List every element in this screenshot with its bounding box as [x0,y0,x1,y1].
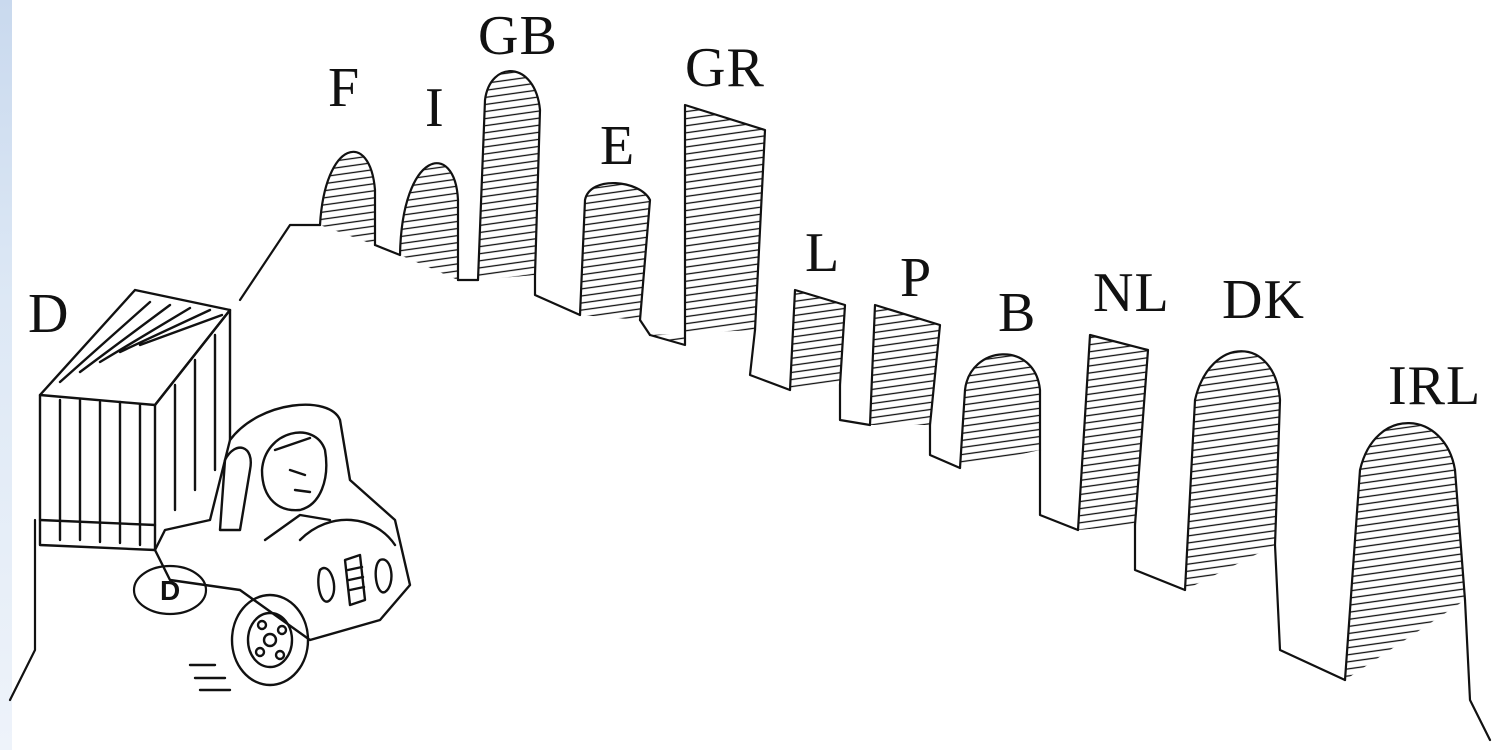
label-i: I [425,77,445,139]
label-e: E [600,115,636,177]
wall-outline [238,223,322,302]
label-b: B [998,282,1037,344]
gate-dk [1183,350,1347,682]
gate-e [578,182,652,337]
gate-p [868,303,962,470]
gate-b [958,353,1080,532]
gate-gb [476,70,582,317]
label-nl: NL [1093,262,1170,324]
gate-gr [648,103,792,392]
truck-wheel [188,593,310,692]
plate-letter: D [160,575,180,606]
truck-cab [153,403,412,642]
left-edge-gradient [0,0,12,750]
truck-cargo [38,288,232,552]
label-f: F [328,57,361,119]
plate-oval [132,564,208,616]
gate-irl [1343,422,1492,742]
label-irl: IRL [1388,355,1482,417]
label-gb: GB [478,5,558,67]
gate-f [318,150,402,257]
label-l: L [805,222,841,284]
gate-i [398,162,480,282]
label-gr: GR [685,37,765,99]
label-p: P [900,247,933,309]
label-dk: DK [1222,269,1305,331]
label-d: D [28,283,70,345]
gate-l [788,288,872,427]
gate-nl [1076,333,1187,592]
